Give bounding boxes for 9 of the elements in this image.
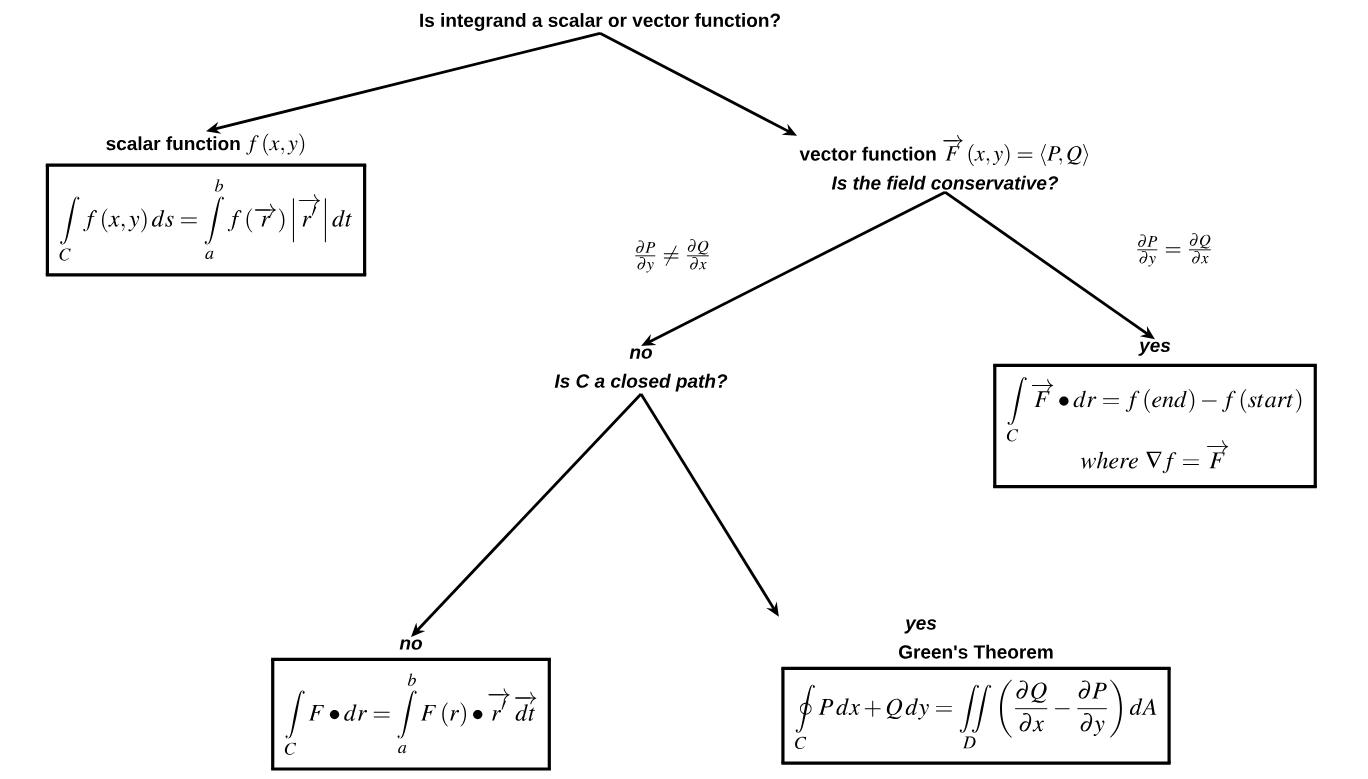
formula-box: yes $\int\limits_C\overrightarrow{F}\bullet dr=f\left(end\right)-f\left(start\right)$ $where\ \nabla f=\overrightarrow{F}$ [993, 341, 1317, 489]
edge-label: $\frac{\partial P}{\partial y}\neq\frac{\partial Q}{\partial x}$ [630, 237, 714, 275]
formula-box: no $\int\limits_C F\bullet dr=\int\limits_a^b F\left(r\right)\bullet\overrightarrow{r'}\,\overrightarrow{dt}$ [271, 639, 551, 771]
formula-box: yes Green's Theorem $\oint\limits_C P\,dx+Q\,dy=\iint\limits_D\left(\frac{\partial Q}{\partial x}-\frac{\partial P}{\partial y}\right)dA$ [781, 619, 1171, 765]
edge-label: $\frac{\partial P}{\partial y}=\frac{\partial Q}{\partial x}$ [1132, 231, 1216, 269]
question-text: vector function $\overrightarrow{F}\left(x,y\right)=\left\langle P,Q\right\rangle$ Is the field conservative? [799, 135, 1089, 190]
question-text: Is integrand a scalar or vector function? [420, 13, 780, 31]
question-text: no Is C a closed path? [554, 348, 728, 392]
formula-box: scalar function $f\left(x,y\right)$ $\int\limits_C f\left(x,y\right)ds=\int\limits_a^b f\left(\overrightarrow{r}\right)\left|\overrightarrow{r'}\right|dt$ [45, 133, 367, 277]
